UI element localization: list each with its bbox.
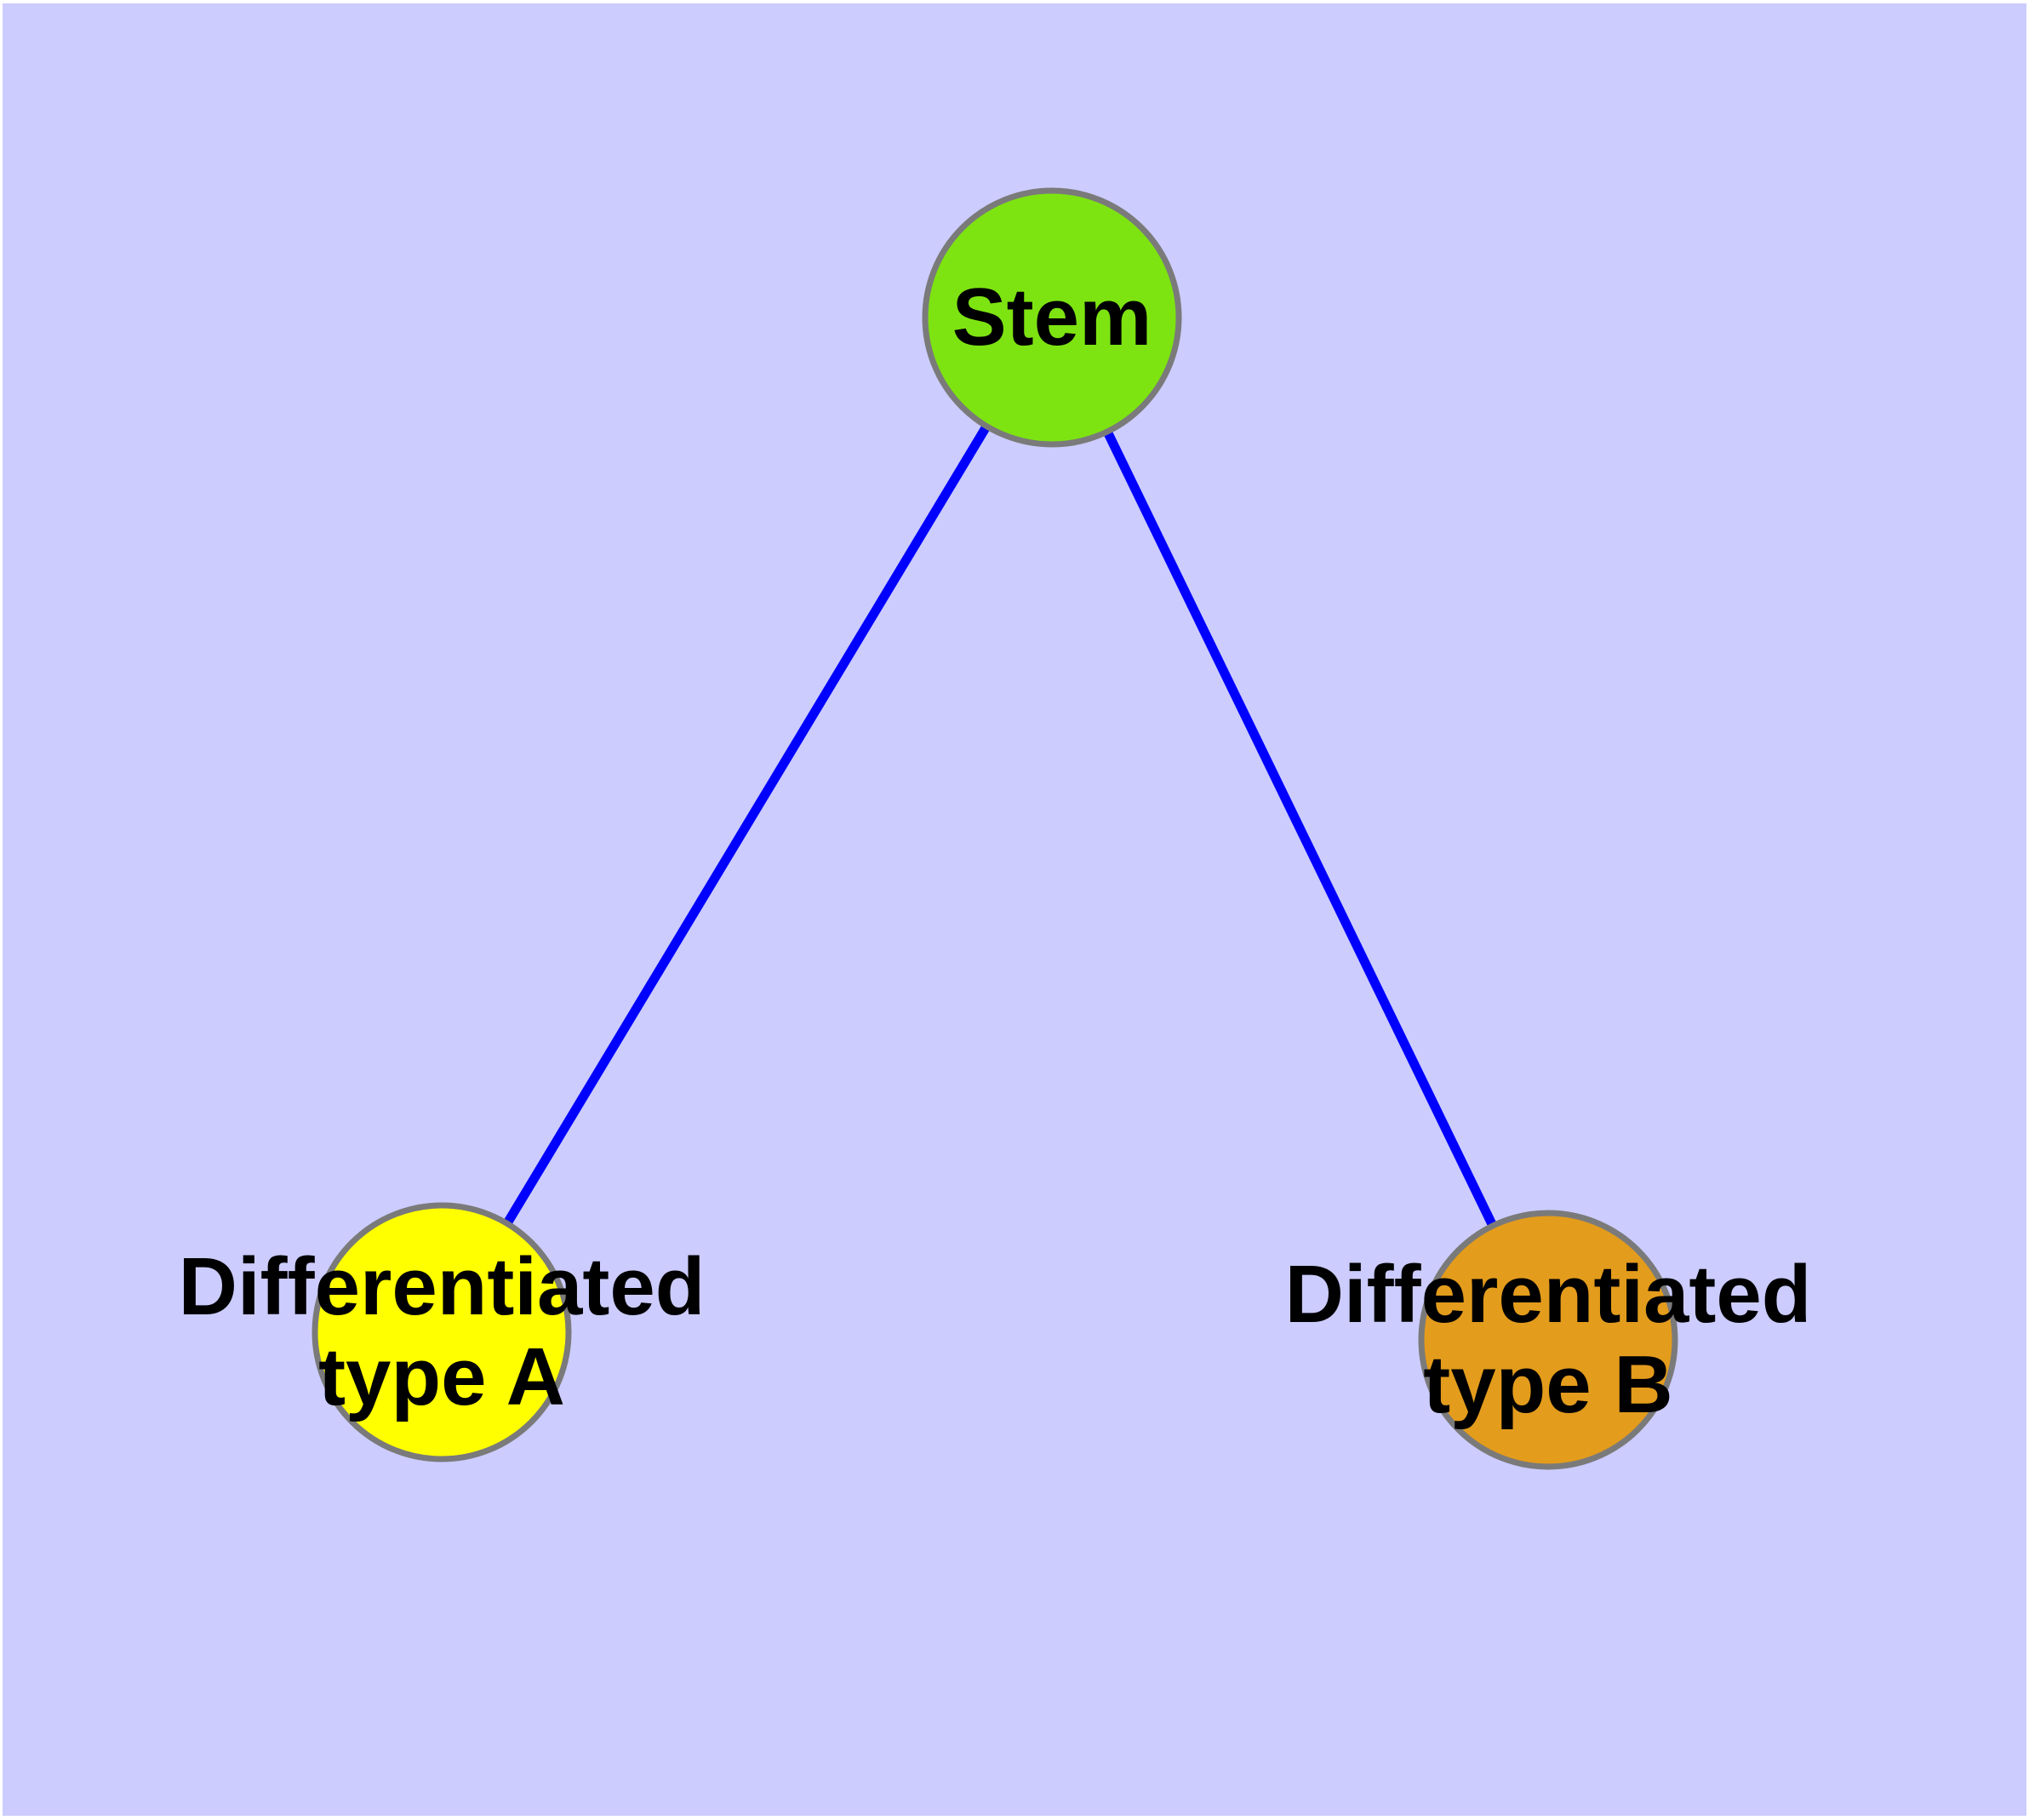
node-differentiated-type-b <box>1418 1210 1678 1470</box>
edge-stem-to-type-a <box>437 315 1056 1335</box>
node-differentiated-type-a <box>311 1202 572 1462</box>
edge-stem-to-type-b <box>1048 315 1552 1342</box>
node-stem <box>922 187 1182 448</box>
